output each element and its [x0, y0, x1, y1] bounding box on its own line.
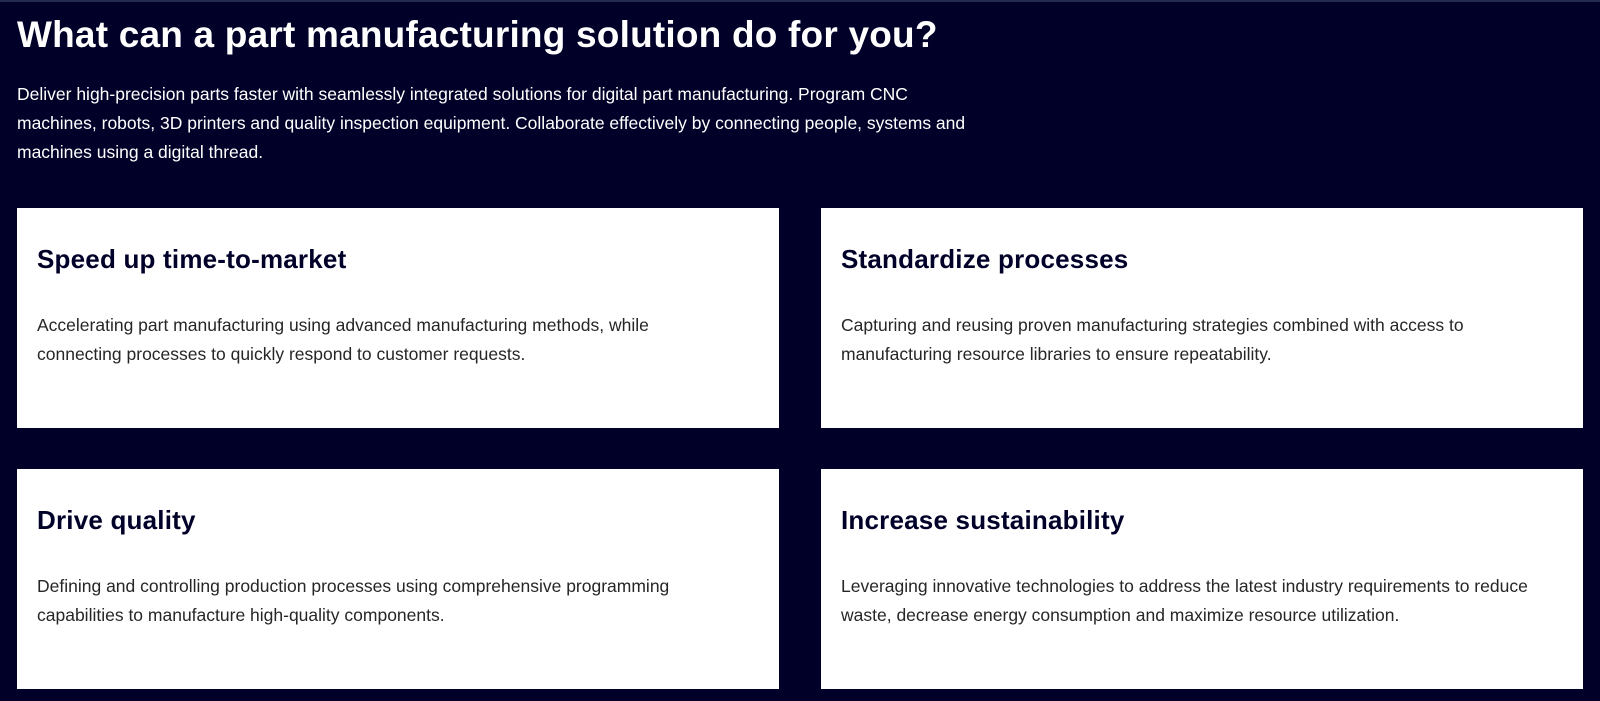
page-title: What can a part manufacturing solution d… [17, 14, 938, 55]
benefit-card-quality: Drive quality Defining and controlling p… [17, 469, 779, 689]
card-title: Drive quality [37, 505, 196, 535]
benefit-card-speed: Speed up time-to-market Accelerating par… [17, 208, 779, 428]
card-body: Leveraging innovative technologies to ad… [841, 576, 1528, 625]
hero-section: What can a part manufacturing solution d… [0, 2, 1600, 167]
card-title: Increase sustainability [841, 505, 1125, 535]
benefit-cards-grid: Speed up time-to-market Accelerating par… [17, 208, 1583, 689]
card-body: Capturing and reusing proven manufacturi… [841, 315, 1464, 364]
card-body: Accelerating part manufacturing using ad… [37, 315, 649, 364]
benefit-card-sustainability: Increase sustainability Leveraging innov… [821, 469, 1583, 689]
hero-intro-paragraph: Deliver high-precision parts faster with… [17, 84, 966, 162]
card-title: Speed up time-to-market [37, 244, 347, 274]
card-title: Standardize processes [841, 244, 1129, 274]
card-body: Defining and controlling production proc… [37, 576, 670, 625]
benefit-card-standardize: Standardize processes Capturing and reus… [821, 208, 1583, 428]
